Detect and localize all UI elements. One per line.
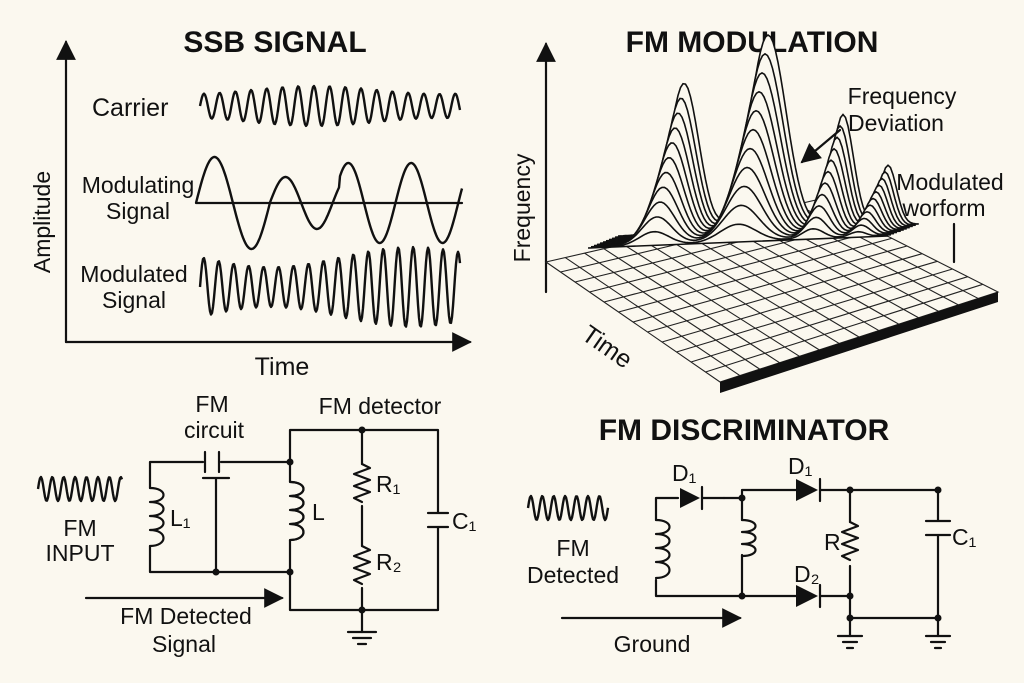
fm-input-waveform (36, 475, 124, 503)
r1-label: R₁ (376, 471, 401, 497)
diode-d1-left (680, 488, 700, 508)
fm-mod-title: FM MODULATION (626, 26, 879, 59)
grid-line (622, 243, 800, 357)
deviation-label-line1: Frequency (848, 83, 957, 109)
fm-circuit-label-line1: FM (195, 391, 228, 417)
fm-input-label-line2: INPUT (46, 540, 115, 566)
ground-symbol (346, 630, 378, 646)
disc-secondary-coil (740, 518, 757, 558)
inductor-l-label: L (312, 499, 325, 525)
junction (358, 606, 366, 614)
modulating-waveform (194, 155, 464, 251)
time-frequency-grid (544, 199, 1000, 383)
ssb-title: SSB SIGNAL (183, 26, 366, 59)
c1-label: C₁ (452, 508, 477, 534)
detected-label-line2: Signal (152, 631, 216, 657)
fm-circuit-label-line2: circuit (184, 417, 245, 443)
tank-wiring (148, 460, 292, 574)
inductor-l-coil (288, 480, 305, 542)
modulated-surface (587, 33, 919, 249)
ground-label: Ground (614, 631, 691, 657)
junction (934, 486, 942, 494)
deviation-label-line2: Deviation (848, 110, 944, 136)
grid-line (642, 239, 820, 351)
ssb-y-axis-label: Amplitude (29, 171, 55, 273)
disc-input-wiring (654, 496, 744, 598)
modulated-label-line2: Signal (102, 287, 166, 313)
fm-modulation-panel: FM MODULATION Frequency Time Frequency D… (509, 26, 1004, 393)
discriminator-input-waveform (526, 494, 610, 522)
grid-line (700, 226, 880, 332)
junction (738, 494, 746, 502)
junction (358, 426, 366, 434)
modulating-label-line1: Modulating (82, 172, 195, 198)
fm-input-label-line1: FM (63, 515, 96, 541)
disc-input-label-line2: Detected (527, 562, 619, 588)
carrier-label: Carrier (92, 94, 168, 122)
grid-line (661, 234, 840, 344)
diode-d2 (796, 585, 818, 607)
disc-primary-coil (654, 518, 671, 580)
grid-line (584, 252, 761, 370)
disc-input-label-line1: FM (556, 535, 589, 561)
discriminator-title: FM DISCRIMINATOR (599, 414, 890, 447)
resistor-r1 (352, 462, 372, 504)
disc-c1-label: C₁ (952, 524, 977, 550)
junction (286, 458, 294, 466)
detected-label-line1: FM Detected (120, 603, 252, 629)
inductor-l1-label: L₁ (170, 505, 191, 531)
d1-top-label: D₁ (788, 453, 813, 479)
resistor-r2 (352, 544, 372, 586)
junction (738, 592, 746, 600)
detector-frame (288, 428, 440, 612)
modulated-waveform (198, 245, 462, 328)
inductor-l1 (148, 486, 165, 548)
discriminator-panel: FM DISCRIMINATOR FM Detected D₁ D₁ D₂ R … (526, 414, 977, 657)
fm-mod-x-axis-label: Time (577, 320, 638, 374)
grid-base-edge (720, 292, 998, 393)
junction (846, 592, 854, 600)
diode-d1-top (796, 479, 818, 501)
fm-detector-label: FM detector (319, 393, 442, 419)
disc-r-label: R (824, 529, 841, 555)
junction (286, 568, 294, 576)
disc-resistor-r (840, 520, 860, 562)
junction (934, 614, 942, 622)
modulating-label-line2: Signal (106, 198, 170, 224)
fm-detector-panel: FM INPUT FM circuit FM detector L₁ L R₁ … (36, 391, 477, 657)
ground-symbol (924, 634, 952, 650)
surface-contour (587, 223, 889, 249)
r2-label: R₂ (376, 549, 402, 575)
ground-symbol (836, 634, 864, 650)
ssb-panel: SSB SIGNAL Amplitude Time Carrier Modula… (29, 26, 472, 381)
ssb-x-axis-label: Time (255, 353, 310, 381)
modulated-label-line1: Modulated (80, 261, 187, 287)
d2-label: D₂ (794, 561, 820, 587)
junction (846, 486, 854, 494)
carrier-waveform (198, 84, 462, 128)
grid-line (564, 257, 741, 377)
shunt-branch (201, 476, 231, 574)
deviation-arrow (800, 128, 842, 164)
d1-left-label: D₁ (672, 460, 697, 486)
waveform-label-line1: Modulated (896, 169, 1003, 195)
fm-mod-y-axis-label: Frequency (509, 153, 535, 262)
junction (212, 568, 220, 576)
junction (846, 614, 854, 622)
grid-line (680, 230, 860, 338)
grid-line (603, 248, 780, 364)
waveform-label-line2: worform (901, 195, 985, 221)
